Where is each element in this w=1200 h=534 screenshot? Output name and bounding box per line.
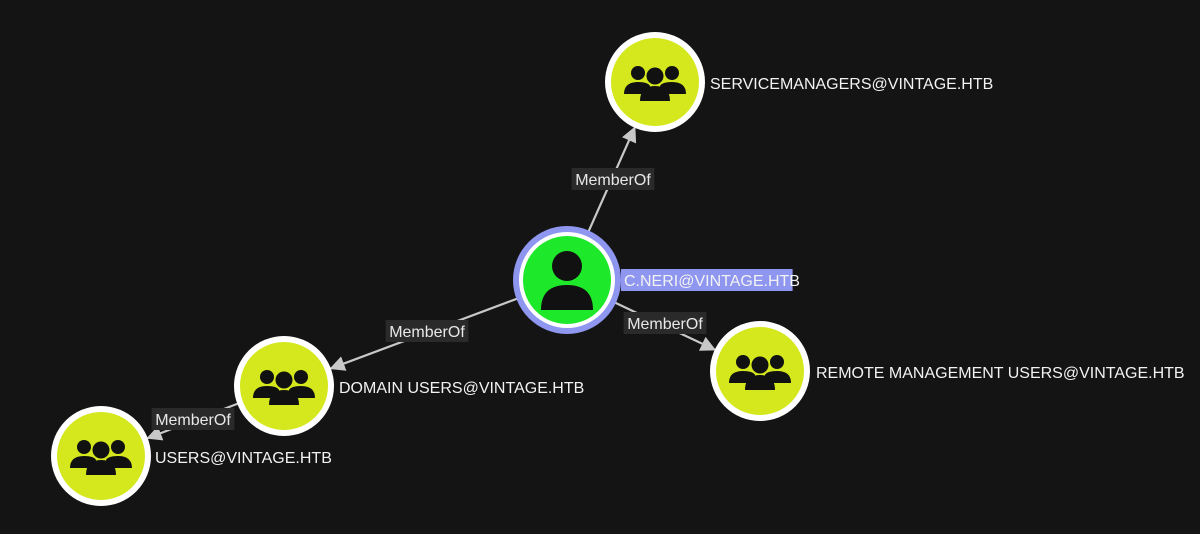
node-users-vintage-htb[interactable]: USERS@VINTAGE.HTB [51,406,332,506]
nodes-layer: C.NERI@VINTAGE.HTB SERVICEMANAGERS@VINTAG… [51,32,1185,506]
edge-label: MemberOf [627,316,703,333]
edge-domainusers-users[interactable]: MemberOf [146,402,240,441]
edge-label: MemberOf [575,172,651,189]
edge-label: MemberOf [155,412,231,429]
edge-label-bg [151,408,235,430]
node-servicemanagers-vintage-htb[interactable]: SERVICEMANAGERS@VINTAGE.HTB [605,32,993,132]
node-label: SERVICEMANAGERS@VINTAGE.HTB [710,76,993,93]
edge-cneri-remotemgmt[interactable]: MemberOf [613,301,717,351]
user-icon [541,251,593,310]
node-domain-users-vintage-htb[interactable]: DOMAIN USERS@VINTAGE.HTB [234,336,584,436]
node-label: USERS@VINTAGE.HTB [155,450,332,467]
edge-cneri-servicemanagers[interactable]: MemberOf [571,126,655,233]
node-label-highlight [621,269,793,291]
edge-cneri-domainusers[interactable]: MemberOf [329,297,519,371]
edge-label-bg [623,312,707,334]
node-label: REMOTE MANAGEMENT USERS@VINTAGE.HTB [816,365,1185,382]
node-c-neri-vintage-htb[interactable]: C.NERI@VINTAGE.HTB [513,226,800,334]
group-icon [70,440,132,475]
node-remote-management-users-vintage-htb[interactable]: REMOTE MANAGEMENT USERS@VINTAGE.HTB [710,321,1185,421]
node-label: DOMAIN USERS@VINTAGE.HTB [339,380,584,397]
edge-label-bg [385,320,469,342]
node-label: C.NERI@VINTAGE.HTB [624,273,800,290]
group-icon [729,355,791,390]
group-icon [624,66,686,101]
group-icon [253,370,315,405]
edge-label: MemberOf [389,324,465,341]
edge-label-bg [571,168,655,190]
